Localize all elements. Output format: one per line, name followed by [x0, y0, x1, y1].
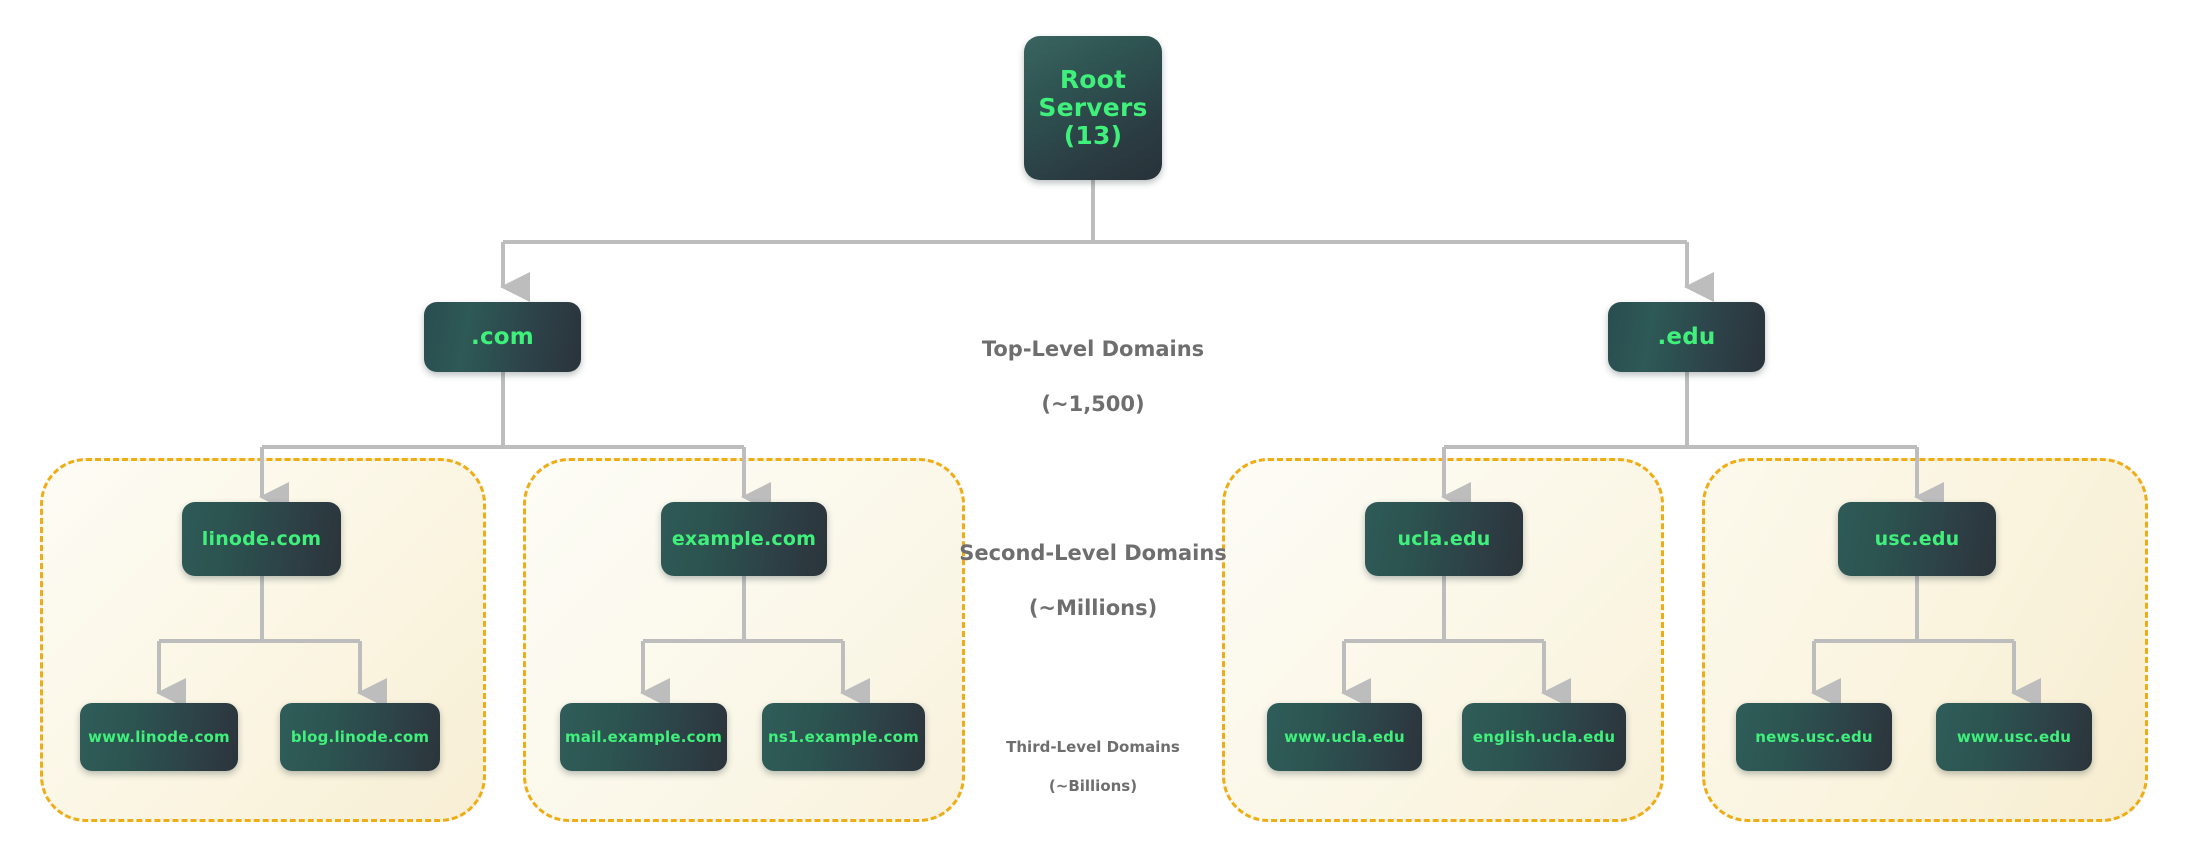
node-sld-usc-edu[interactable]: usc.edu [1838, 502, 1996, 576]
node-third-blog-linode-com[interactable]: blog.linode.com [280, 703, 440, 771]
node-tld-com[interactable]: .com [424, 302, 581, 372]
node-label: www.linode.com [88, 728, 230, 746]
level-label-line1: Third-Level Domains [1006, 737, 1180, 756]
node-sld-ucla-edu[interactable]: ucla.edu [1365, 502, 1523, 576]
node-sld-example-com[interactable]: example.com [661, 502, 827, 576]
node-label: english.ucla.edu [1472, 728, 1616, 746]
node-third-english-ucla-edu[interactable]: english.ucla.edu [1462, 703, 1626, 771]
node-label: www.ucla.edu [1284, 728, 1405, 746]
node-label: .com [471, 324, 534, 350]
node-third-www-usc-edu[interactable]: www.usc.edu [1936, 703, 2092, 771]
level-label-line2: (~1,500) [1041, 392, 1145, 417]
node-root-servers[interactable]: Root Servers (13) [1024, 36, 1162, 180]
node-label: news.usc.edu [1755, 728, 1873, 746]
node-third-news-usc-edu[interactable]: news.usc.edu [1736, 703, 1892, 771]
level-label-line2: (~Millions) [1028, 596, 1158, 621]
node-label: .edu [1657, 324, 1716, 350]
root-label-stack: Root Servers (13) [1038, 66, 1147, 150]
level-label-line1: Top-Level Domains [981, 336, 1205, 361]
node-label: usc.edu [1874, 528, 1960, 550]
level-label-line1: Second-Level Domains [959, 540, 1227, 565]
node-label: example.com [671, 528, 817, 550]
node-label: ns1.example.com [768, 728, 919, 746]
node-label: www.usc.edu [1956, 728, 2072, 746]
node-label: blog.linode.com [290, 728, 430, 746]
level-label-second-level-domains: Second-Level Domains (~Millions) [893, 512, 1293, 651]
node-third-mail-example-com[interactable]: mail.example.com [560, 703, 727, 771]
node-label: ucla.edu [1397, 528, 1491, 550]
node-third-ns1-example-com[interactable]: ns1.example.com [762, 703, 925, 771]
node-label: linode.com [201, 528, 322, 550]
node-label: mail.example.com [564, 728, 723, 746]
root-label-line3: (13) [1063, 121, 1123, 150]
level-label-line2: (~Billions) [1048, 777, 1138, 796]
node-tld-edu[interactable]: .edu [1608, 302, 1765, 372]
node-sld-linode-com[interactable]: linode.com [182, 502, 341, 576]
level-label-top-level-domains: Top-Level Domains (~1,500) [893, 308, 1293, 447]
root-label-line2: Servers [1038, 93, 1148, 122]
node-third-www-linode-com[interactable]: www.linode.com [80, 703, 238, 771]
node-third-www-ucla-edu[interactable]: www.ucla.edu [1267, 703, 1422, 771]
root-label-line1: Root [1059, 65, 1127, 94]
level-label-third-level-domains: Third-Level Domains (~Billions) [918, 718, 1268, 817]
